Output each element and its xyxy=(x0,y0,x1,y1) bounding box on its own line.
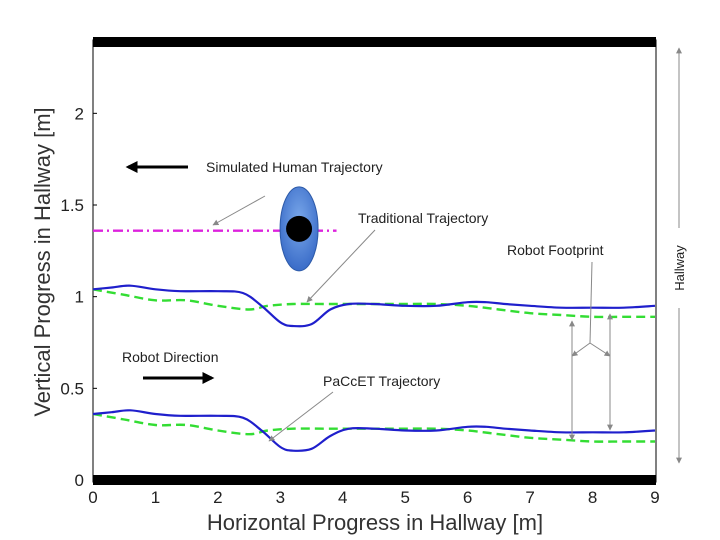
x-tick-label: 2 xyxy=(213,488,222,507)
annotation-paccet: PaCcET Trajectory xyxy=(323,373,440,389)
y-tick-label: 0 xyxy=(75,471,84,490)
footprint-pointer-stem xyxy=(589,261,593,344)
x-tick-label: 9 xyxy=(650,488,659,507)
x-tick-label: 7 xyxy=(525,488,534,507)
series-layer xyxy=(92,229,656,452)
traditional-pointer xyxy=(306,229,376,303)
x-tick-label: 6 xyxy=(463,488,472,507)
x-axis-ticks: 0 1 2 3 4 5 6 7 8 9 xyxy=(88,476,660,507)
y-tick-label: 2 xyxy=(75,104,84,123)
x-tick-label: 4 xyxy=(338,488,347,507)
footprint-pointer-right xyxy=(589,342,611,357)
simulated-human-head xyxy=(286,215,313,242)
x-tick-label: 3 xyxy=(276,488,285,507)
annotation-robot-footprint: Robot Footprint xyxy=(507,242,604,258)
x-axis-title: Horizontal Progress in Hallway [m] xyxy=(207,510,543,535)
human-pointer xyxy=(212,195,266,226)
series-line-paccet-trajectory-lower xyxy=(92,409,656,452)
y-axis-ticks: 0 0.5 1 1.5 2 xyxy=(60,104,97,490)
series-line-paccet-trajectory-upper xyxy=(92,284,656,328)
y-tick-label: 1 xyxy=(75,288,84,307)
x-tick-label: 8 xyxy=(588,488,597,507)
annotation-robot-direction: Robot Direction xyxy=(122,349,219,365)
y-tick-label: 1.5 xyxy=(60,196,84,215)
y-axis-title: Vertical Progress in Hallway [m] xyxy=(30,107,55,416)
hallway-wall-top xyxy=(93,37,656,47)
x-tick-label: 5 xyxy=(400,488,409,507)
annotation-traditional: Traditional Trajectory xyxy=(358,210,488,226)
footprint-pointer-left xyxy=(571,342,591,357)
x-tick-label: 0 xyxy=(88,488,97,507)
paccet-pointer xyxy=(268,391,334,442)
y-tick-label: 0.5 xyxy=(60,379,84,398)
x-tick-label: 1 xyxy=(151,488,160,507)
annotation-hallway: Hallway xyxy=(672,245,687,291)
hallway-wall-bottom xyxy=(93,475,656,485)
annotation-simulated-human: Simulated Human Trajectory xyxy=(206,159,383,175)
